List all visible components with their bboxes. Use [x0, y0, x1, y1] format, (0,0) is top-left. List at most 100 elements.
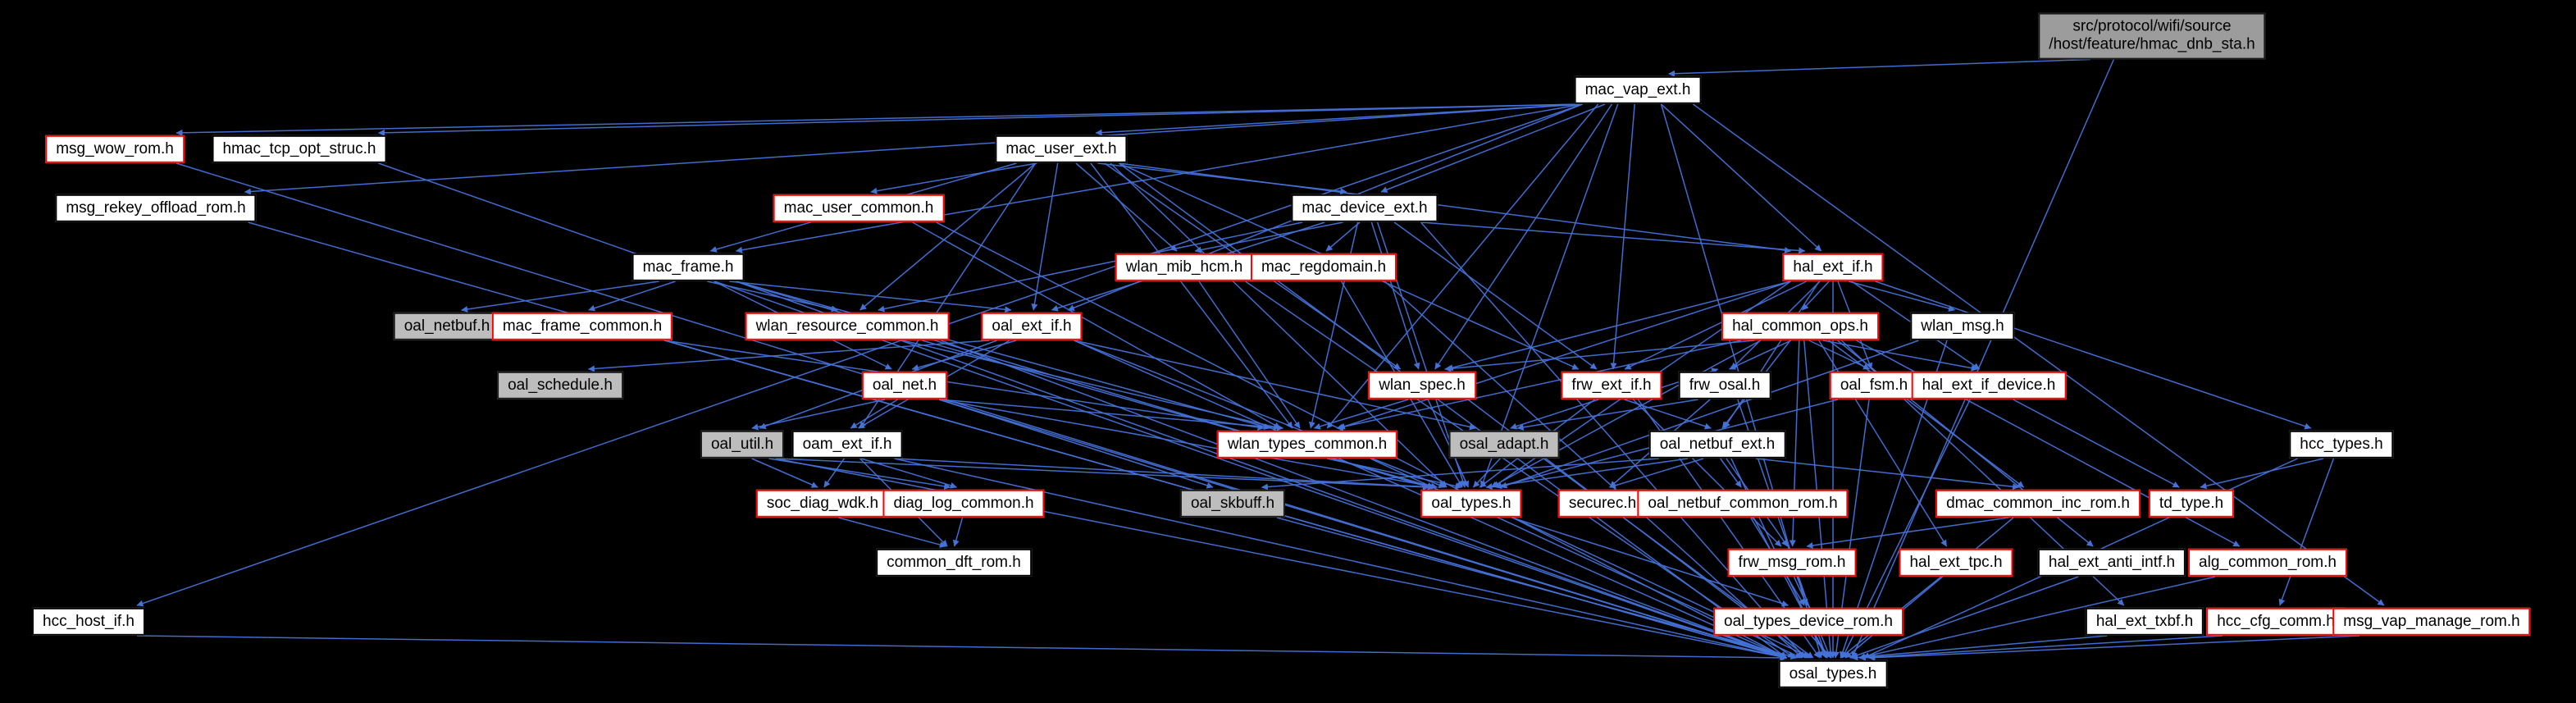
edge-oal-skbuff-h-to-osal-types-h [1276, 517, 1798, 660]
edge-frw-ext-if-h-to-osal-adapt-h [1510, 399, 1599, 430]
graph-node-frw-osal-h[interactable]: frw_osal.h [1678, 371, 1771, 400]
edge-hal-ext-if-device-h-to-td-type-h [2013, 399, 2180, 488]
graph-node-securec-h[interactable]: securec.h [1557, 489, 1648, 518]
graph-node-oal-fsm-h[interactable]: oal_fsm.h [1829, 371, 1919, 400]
edge-frw-ext-if-h-to-oal-netbuf-ext-h [1624, 399, 1712, 430]
graph-node-wlan-types-common-h[interactable]: wlan_types_common.h [1216, 430, 1398, 459]
graph-node-soc-diag-wdk-h[interactable]: soc_diag_wdk.h [755, 489, 890, 518]
graph-node-osal-adapt-h[interactable]: osal_adapt.h [1448, 430, 1560, 459]
edge-osal-adapt-h-to-oal-types-h [1472, 458, 1501, 488]
graph-node-oal-types-device-rom-h[interactable]: oal_types_device_rom.h [1713, 607, 1904, 637]
graph-node-mac-user-common-h[interactable]: mac_user_common.h [773, 194, 945, 223]
edge-hal-ext-if-h-to-wlan-spec-h [1446, 281, 1791, 372]
graph-node-wlan-spec-h[interactable]: wlan_spec.h [1368, 371, 1476, 400]
graph-node-oal-schedule-h[interactable]: oal_schedule.h [497, 371, 623, 400]
graph-node-mac-frame-common-h[interactable]: mac_frame_common.h [491, 312, 673, 341]
edge-oal-types-h-to-oal-types-device-rom-h [1511, 517, 1789, 607]
graph-node-osal-types-h[interactable]: osal_types.h [1778, 660, 1888, 689]
graph-node-oal-netbuf-h[interactable]: oal_netbuf.h [393, 312, 501, 341]
graph-node-root: src/protocol/wifi/source /host/feature/h… [2038, 12, 2266, 60]
edge-hmac-tcp-opt-struc-h-to-osal-types-h [378, 162, 1787, 660]
edge-mac-vap-ext-h-to-oal-types-h [1479, 103, 1619, 488]
edge-wlan-mib-hcm-h-to-wlan-types-common-h [1198, 281, 1301, 429]
graph-node-wlan-msg-h[interactable]: wlan_msg.h [1910, 312, 2015, 341]
edge-oal-netbuf-ext-h-to-oal-types-h [1485, 458, 1689, 490]
edge-mac-device-ext-h-to-osal-types-h [1420, 221, 1806, 659]
graph-node-wlan-mib-hcm-h[interactable]: wlan_mib_hcm.h [1115, 253, 1254, 282]
graph-node-hal-ext-tpc-h[interactable]: hal_ext_tpc.h [1899, 548, 2013, 577]
edge-hal-ext-if-h-to-hcc-types-h [1875, 281, 2312, 430]
edge-wlan-msg-h-to-oal-types-h [1500, 340, 1919, 489]
graph-node-hcc-types-h[interactable]: hcc_types.h [2289, 430, 2394, 459]
graph-node-common-dft-rom-h[interactable]: common_dft_rom.h [876, 548, 1032, 577]
edge-frw-msg-rom-h-to-oal-types-device-rom-h [1793, 576, 1808, 606]
graph-node-hcc-cfg-comm-h[interactable]: hcc_cfg_comm.h [2206, 607, 2346, 637]
edge-oam-ext-if-h-to-soc-diag-wdk-h [823, 458, 846, 488]
edge-hcc-host-if-h-to-osal-types-h [136, 635, 1787, 661]
graph-node-hal-ext-txbf-h[interactable]: hal_ext_txbf.h [2085, 607, 2204, 637]
edge-hal-common-ops-h-to-oal-fsm-h [1808, 340, 1871, 370]
graph-node-oam-ext-if-h[interactable]: oam_ext_if.h [791, 430, 903, 459]
graph-node-oal-netbuf-common-rom-h[interactable]: oal_netbuf_common_rom.h [1637, 489, 1849, 518]
edge-hal-ext-if-h-to-frw-ext-if-h [1624, 281, 1807, 370]
graph-node-mac-device-ext-h[interactable]: mac_device_ext.h [1291, 194, 1438, 223]
graph-node-oal-ext-if-h[interactable]: oal_ext_if.h [981, 312, 1083, 341]
graph-node-mac-user-ext-h[interactable]: mac_user_ext.h [995, 135, 1128, 164]
graph-node-mac-regdomain-h[interactable]: mac_regdomain.h [1250, 253, 1397, 282]
edge-mac-user-ext-h-to-oal-ext-if-h [1031, 162, 1059, 311]
graph-node-hmac-tcp-opt-struc-h[interactable]: hmac_tcp_opt_struc.h [212, 135, 387, 164]
edge-hcc-types-h-to-hcc-cfg-comm-h [2278, 458, 2335, 606]
graph-node-td-type-h[interactable]: td_type.h [2148, 489, 2235, 518]
edge-mac-frame-h-to-oal-ext-if-h [729, 281, 1012, 313]
edge-hal-common-ops-h-to-oal-types-h [1490, 340, 1762, 488]
edge-hal-common-ops-h-to-frw-osal-h [1729, 340, 1792, 370]
edge-oal-netbuf-ext-h-to-dmac-common-inc-rom-h [1755, 458, 2020, 491]
graph-node-alg-common-rom-h[interactable]: alg_common_rom.h [2188, 548, 2347, 577]
graph-node-oal-types-h[interactable]: oal_types.h [1420, 489, 1522, 518]
graph-node-msg-vap-manage-rom-h[interactable]: msg_vap_manage_rom.h [2332, 607, 2531, 637]
edge-mac-regdomain-h-to-osal-types-h [1384, 281, 1803, 659]
edge-mac-user-ext-h-to-wlan-types-common-h [1090, 162, 1293, 429]
graph-node-oal-skbuff-h[interactable]: oal_skbuff.h [1179, 489, 1286, 518]
edge-mac-device-ext-h-to-wlan-spec-h [1370, 221, 1420, 370]
edge-oam-ext-if-h-to-diag-log-common-h [860, 458, 957, 489]
graph-node-diag-log-common-h[interactable]: diag_log_common.h [882, 489, 1045, 518]
edge-mac-vap-ext-h-to-hcc-host-if-h [136, 103, 1583, 607]
edge-oal-netbuf-ext-h-to-oal-netbuf-common-rom-h [1720, 458, 1742, 488]
edge-dmac-common-inc-rom-h-to-frw-msg-rom-h [1806, 517, 2009, 549]
graph-node-frw-msg-rom-h[interactable]: frw_msg_rom.h [1727, 548, 1857, 577]
edge-mac-user-ext-h-to-mac-user-common-h [870, 162, 1037, 194]
edge-hal-common-ops-h-to-wlan-types-common-h [1336, 340, 1742, 431]
graph-node-hcc-host-if-h[interactable]: hcc_host_if.h [32, 607, 145, 637]
graph-node-hal-common-ops-h[interactable]: hal_common_ops.h [1721, 312, 1879, 341]
graph-node-oal-netbuf-ext-h[interactable]: oal_netbuf_ext.h [1648, 430, 1786, 459]
graph-node-oal-util-h[interactable]: oal_util.h [700, 430, 785, 459]
graph-node-frw-ext-if-h[interactable]: frw_ext_if.h [1561, 371, 1662, 400]
edge-wlan-resource-common-h-to-osal-types-h [941, 340, 1787, 660]
edge-mac-frame-common-h-to-wlan-types-common-h [663, 340, 1265, 431]
graph-node-hal-ext-if-h[interactable]: hal_ext_if.h [1782, 253, 1884, 282]
graph-node-msg-wow-rom-h[interactable]: msg_wow_rom.h [45, 135, 185, 164]
graph-node-mac-vap-ext-h[interactable]: mac_vap_ext.h [1574, 75, 1702, 105]
graph-node-mac-frame-h[interactable]: mac_frame.h [631, 253, 745, 282]
graph-node-hal-ext-if-device-h[interactable]: hal_ext_if_device.h [1911, 371, 2067, 400]
edge-oal-net-h-to-oal-types-h [938, 399, 1438, 490]
graph-node-dmac-common-inc-rom-h[interactable]: dmac_common_inc_rom.h [1935, 489, 2141, 518]
graph-node-hal-ext-anti-intf-h[interactable]: hal_ext_anti_intf.h [2037, 548, 2186, 577]
edge-mac-device-ext-h-to-wlan-mib-hcm-h [1194, 221, 1343, 253]
edge-mac-vap-ext-h-to-hal-ext-if-h [1661, 103, 1822, 252]
edge-wlan-mib-hcm-h-to-osal-types-h [1245, 281, 1794, 659]
edge-oal-net-h-to-oam-ext-if-h [850, 399, 898, 429]
graph-node-msg-rekey-offload-rom-h[interactable]: msg_rekey_offload_rom.h [55, 194, 257, 223]
edge-mac-device-ext-h-to-mac-regdomain-h [1325, 221, 1361, 252]
edge-oal-ext-if-h-to-oal-types-h [1074, 340, 1446, 488]
edge-mac-user-ext-h-to-hal-ext-if-h [1119, 162, 1791, 253]
edge-mac-user-ext-h-to-osal-types-h [1119, 162, 1787, 659]
graph-node-oal-net-h[interactable]: oal_net.h [861, 371, 948, 400]
graph-node-wlan-resource-common-h[interactable]: wlan_resource_common.h [745, 312, 950, 341]
edge-oal-util-h-to-soc-diag-wdk-h [751, 458, 818, 488]
edge-oal-netbuf-ext-h-to-securec-h [1608, 458, 1704, 489]
edge-soc-diag-wdk-h-to-common-dft-rom-h [838, 517, 946, 548]
edge-mac-user-ext-h-to-wlan-mib-hcm-h [1075, 162, 1178, 252]
